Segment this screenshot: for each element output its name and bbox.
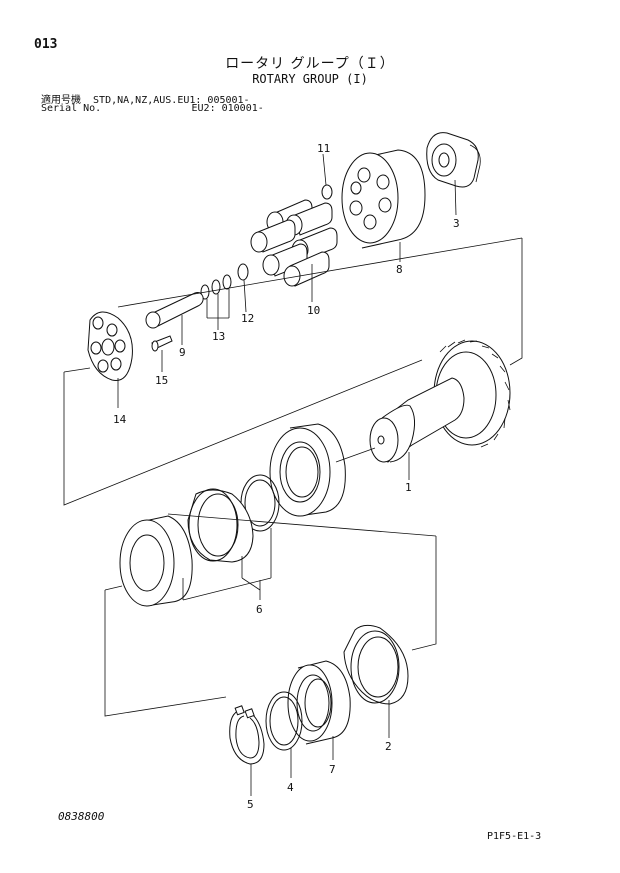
part-springs [200,274,232,330]
group-outline-upper [63,359,423,506]
callout-5: 5 [247,798,254,811]
callout-7: 7 [329,763,336,776]
serial-line-1: 適用号機 STD,NA,NZ,AUS.EU1: 005001- [41,95,250,106]
part-valve-plate [426,132,481,216]
part-retainer-plate [87,311,133,408]
callout-10: 10 [307,304,320,317]
callout-11: 11 [317,142,330,155]
callout-9: 9 [179,346,186,359]
part-ring-12 [237,263,249,281]
callout-12: 12 [241,312,254,325]
part-ring-11 [321,184,333,200]
callout-4: 4 [287,781,294,794]
part-bearing-7 [287,660,351,760]
title-english: ROTARY GROUP (I) [252,72,368,86]
callout-1: 1 [405,481,412,494]
page-number: 013 [34,37,58,52]
callout-3: 3 [453,217,460,230]
part-screw [151,335,173,372]
part-bearing-upper [269,423,376,517]
part-shaft [369,339,511,480]
sheet-code: P1F5-E1-3 [487,831,542,842]
callout-14: 14 [113,413,127,426]
title-japanese: ロータリ グループ（Ｉ） [225,56,395,72]
serial-line-2: Serial No. EU2: 010001- [41,103,264,114]
part-cylinder-block [341,149,426,262]
part-pin [145,292,204,345]
callout-8: 8 [396,263,403,276]
callout-6: 6 [256,603,263,616]
callout-2: 2 [385,740,392,753]
part-snap-ring-4 [265,691,303,778]
callout-13: 13 [212,330,225,343]
drawing-code: 0838800 [58,810,105,823]
part-plate-2 [343,624,409,738]
callout-15: 15 [155,374,168,387]
part-bearing-lower-left [119,515,193,607]
part-pistons [250,199,338,302]
part-retaining-ring-5 [229,705,265,796]
part-ring-6 [187,488,254,578]
group-outline-lower [104,590,227,717]
